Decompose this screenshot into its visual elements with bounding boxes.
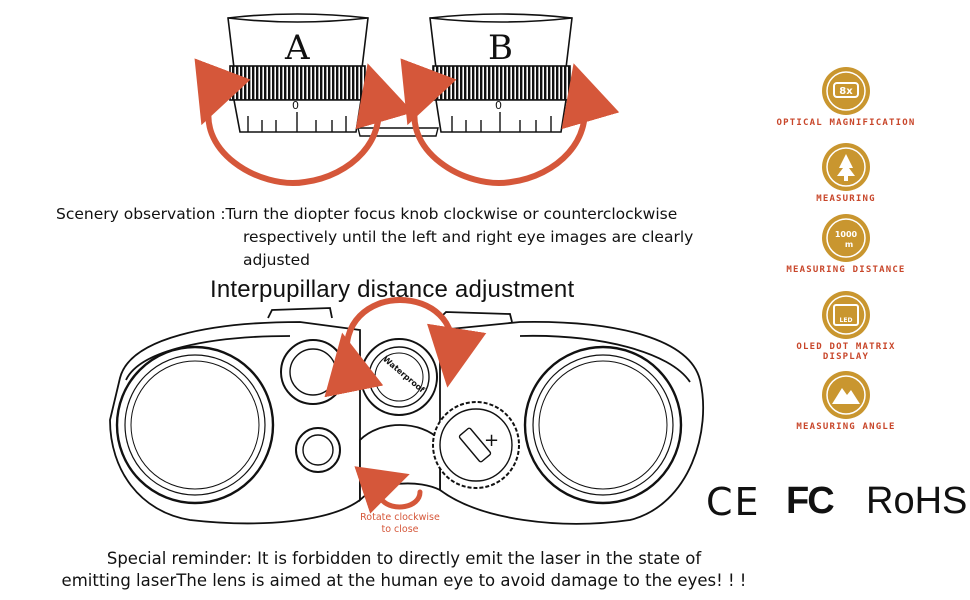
diopter-arrow-a bbox=[194, 58, 414, 186]
special-reminder: Special reminder: It is forbidden to dir… bbox=[54, 548, 754, 592]
tree-measure-icon bbox=[822, 143, 870, 191]
scenery-line-2: respectively until the left and right ey… bbox=[243, 228, 694, 246]
feature-label: MEASURING bbox=[816, 194, 876, 204]
left-objective-lens bbox=[115, 345, 275, 505]
8x-icon: 8x bbox=[822, 67, 870, 115]
scenery-instructions: Scenery observation :Turn the diopter fo… bbox=[56, 203, 693, 272]
diopter-arrow-b bbox=[400, 58, 620, 186]
feature-label: OPTICAL MAGNIFICATION bbox=[776, 118, 916, 128]
feature-label: OLED DOT MATRIX DISPLAY bbox=[796, 342, 896, 362]
laser-emitter bbox=[280, 339, 346, 405]
reminder-line-2: emitting laserThe lens is aimed at the h… bbox=[61, 571, 747, 590]
feature-measuring: MEASURING bbox=[771, 142, 921, 204]
eyepiece-b-scale-zero: 0 bbox=[495, 99, 502, 112]
battery-cap: + bbox=[432, 401, 520, 489]
scenery-line-1: Scenery observation :Turn the diopter fo… bbox=[56, 205, 678, 223]
svg-text:8x: 8x bbox=[839, 86, 853, 97]
rotate-note: Rotate clockwise to close bbox=[345, 512, 455, 536]
svg-text:m: m bbox=[845, 240, 853, 249]
laser-receiver bbox=[295, 427, 341, 473]
eyepiece-a-scale-zero: 0 bbox=[292, 99, 299, 112]
feature-measuring-distance: 1000 m MEASURING DISTANCE bbox=[771, 213, 921, 275]
oled-display-icon: LED bbox=[822, 291, 870, 339]
ipd-arrow bbox=[324, 296, 487, 398]
mountain-angle-icon bbox=[822, 371, 870, 419]
reminder-line-1: Special reminder: It is forbidden to dir… bbox=[106, 549, 702, 568]
fcc-mark: FC bbox=[786, 480, 835, 522]
feature-oled-display: LED OLED DOT MATRIX DISPLAY bbox=[771, 290, 921, 362]
ipd-title: Interpupillary distance adjustment bbox=[210, 276, 575, 303]
rotate-note-line-2: to close bbox=[381, 524, 419, 535]
feature-label: MEASURING DISTANCE bbox=[786, 265, 906, 275]
eyepiece-a-letter: A bbox=[285, 28, 310, 68]
right-objective-lens bbox=[523, 345, 683, 505]
ce-mark: CE bbox=[706, 480, 761, 524]
eyepiece-b-letter: B bbox=[488, 28, 513, 68]
feature-measuring-angle: MEASURING ANGLE bbox=[771, 370, 921, 432]
rotate-close-arrow bbox=[354, 466, 423, 514]
feature-optical-magnification: 8x OPTICAL MAGNIFICATION bbox=[771, 66, 921, 128]
svg-text:LED: LED bbox=[840, 317, 853, 324]
rotate-note-line-1: Rotate clockwise bbox=[360, 512, 440, 523]
distance-icon: 1000 m bbox=[822, 214, 870, 262]
svg-text:+: + bbox=[484, 430, 499, 451]
scenery-line-3: adjusted bbox=[243, 251, 310, 269]
feature-label: MEASURING ANGLE bbox=[796, 422, 896, 432]
svg-text:1000: 1000 bbox=[835, 230, 858, 239]
rohs-mark: RoHS bbox=[866, 480, 968, 522]
